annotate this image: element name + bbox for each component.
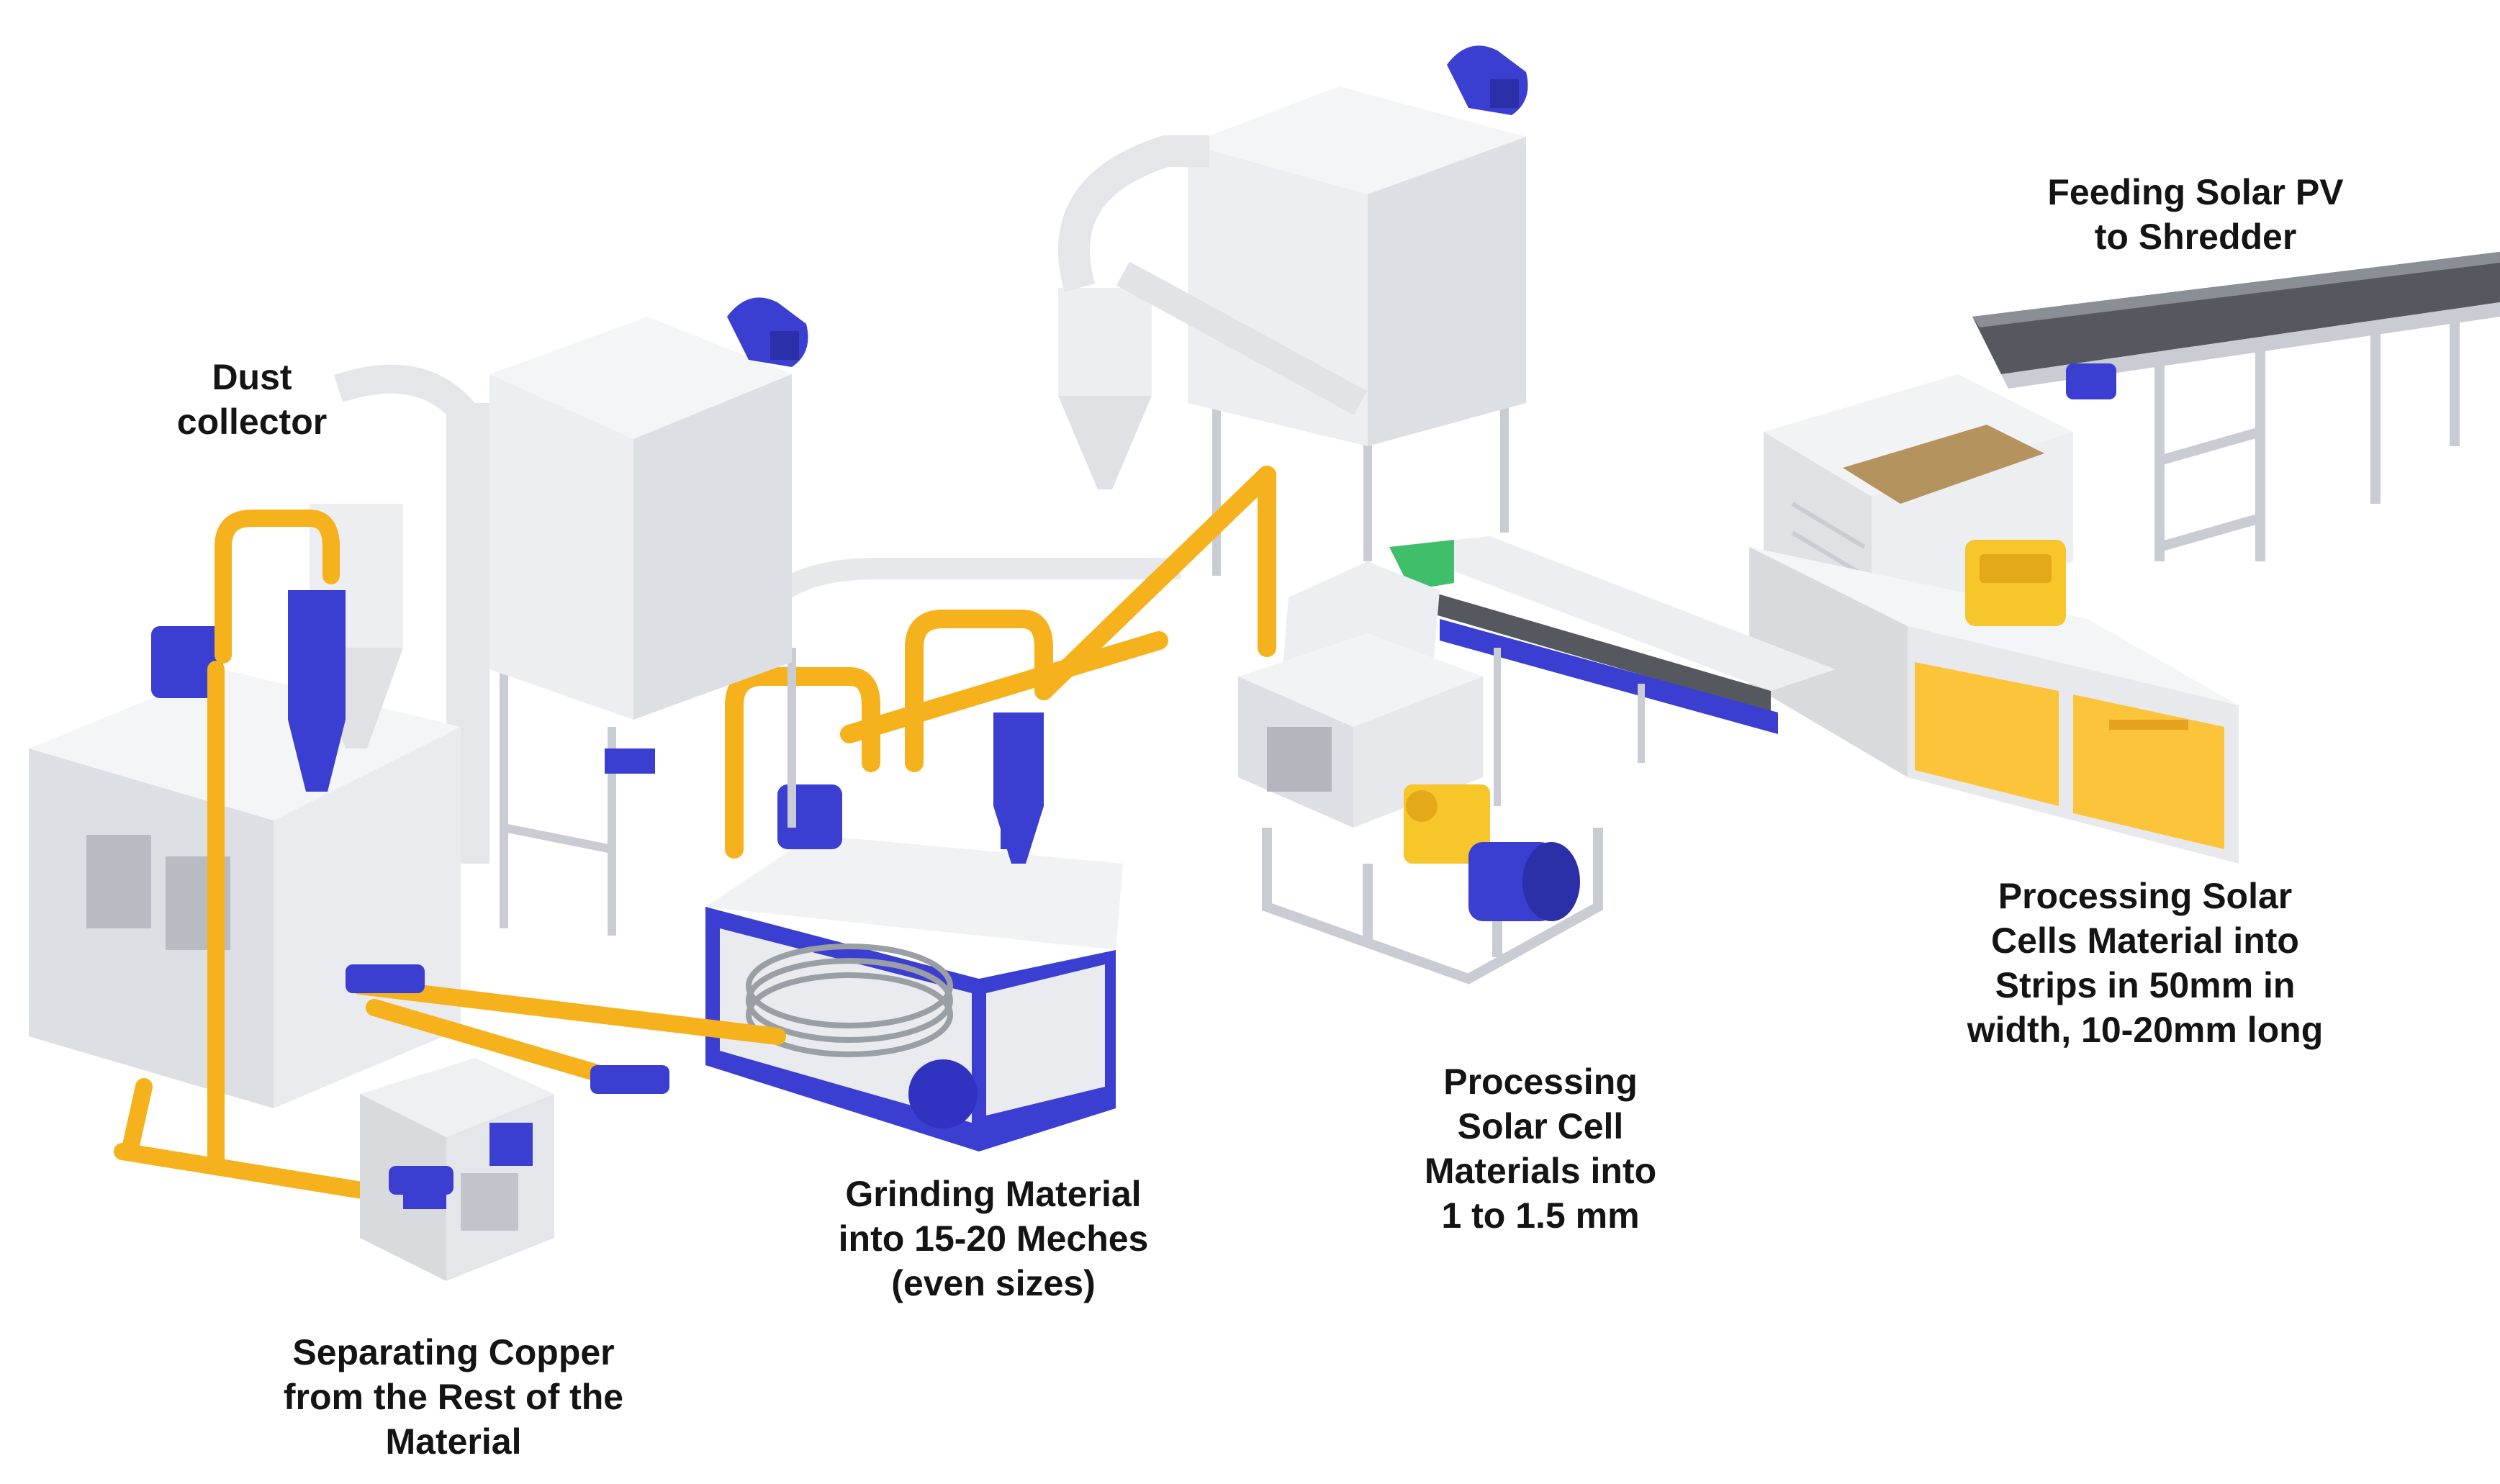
label-line: 1 to 1.5 mm — [1441, 1195, 1640, 1236]
grinding-mill — [705, 466, 1276, 1152]
fan-motor-2 — [1447, 45, 1528, 116]
cyclone-2 — [1058, 135, 1209, 489]
shredder-gearbox — [1965, 540, 2066, 626]
label-line: collector — [176, 402, 328, 442]
granulator — [1238, 561, 1603, 985]
label-line: into 15-20 Meches — [838, 1218, 1149, 1259]
label-line: Separating Copper — [292, 1332, 615, 1372]
label-line: Materials into — [1424, 1151, 1657, 1191]
label-feeding-solar-pv: Feeding Solar PV to Shredder — [1980, 170, 2411, 259]
granulator-gearbox — [1404, 784, 1490, 864]
label-line: to Shredder — [2094, 217, 2297, 257]
fan-motor-1 — [727, 297, 808, 367]
label-processing-solar-cell: Processing Solar Cell Materials into 1 t… — [1346, 1059, 1735, 1238]
label-line: Material — [385, 1421, 522, 1462]
label-processing-strips: Processing Solar Cells Material into Str… — [1893, 874, 2397, 1052]
label-line: Processing — [1443, 1062, 1638, 1102]
label-line: Solar Cell — [1457, 1106, 1624, 1146]
label-line: (even sizes) — [891, 1263, 1096, 1303]
yellow-panel-right — [2073, 695, 2224, 849]
granulator-motor — [1468, 842, 1580, 921]
dust-collector-2 — [1058, 45, 1528, 576]
label-line: Strips in 50mm in — [1995, 965, 2296, 1005]
label-separating-copper: Separating Copper from the Rest of the M… — [230, 1330, 677, 1464]
label-line: Feeding Solar PV — [2047, 172, 2344, 212]
label-grinding-material: Grinding Material into 15-20 Meches (eve… — [770, 1172, 1217, 1306]
label-line: width, 10-20mm long — [1967, 1010, 2324, 1050]
dust-collector-1 — [333, 297, 808, 936]
feeding-conveyor — [1972, 252, 2500, 561]
shredder-unit — [1749, 374, 2239, 864]
label-line: Cells Material into — [1991, 920, 2299, 961]
inclined-conveyor — [1389, 536, 1836, 806]
label-line: Processing Solar — [1998, 876, 2293, 916]
label-line: from the Rest of the — [283, 1377, 624, 1417]
separator-cabinet — [29, 504, 786, 1281]
label-line: Dust — [212, 357, 292, 397]
copper-separator — [360, 1058, 554, 1281]
yellow-panel-left — [1915, 662, 2059, 806]
label-dust-collector: Dust collector — [144, 355, 360, 444]
label-line: Grinding Material — [845, 1174, 1142, 1214]
